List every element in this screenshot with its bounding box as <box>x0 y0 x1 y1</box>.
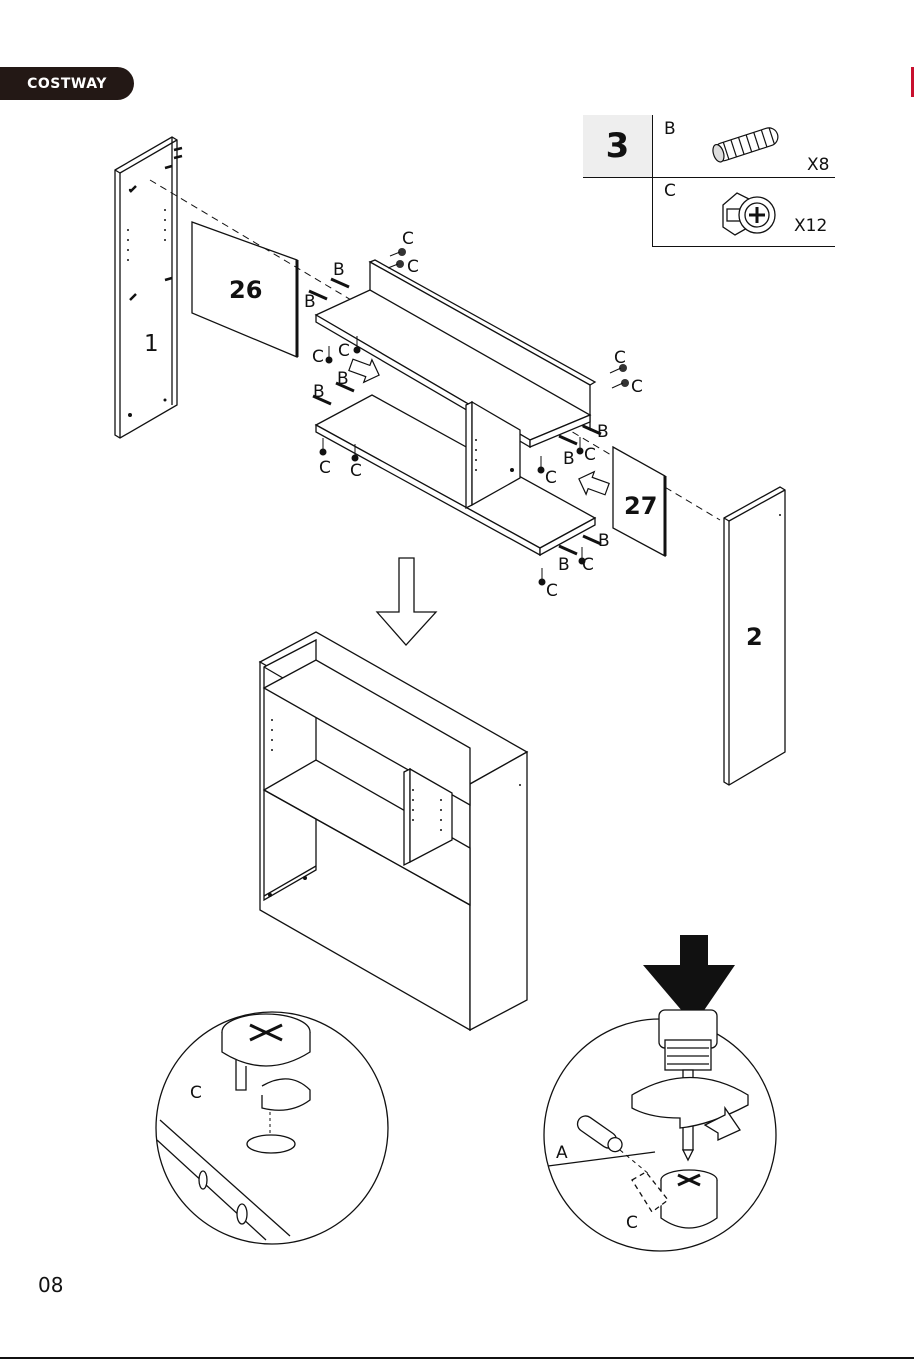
svg-text:C: C <box>626 1213 638 1233</box>
svg-text:C: C <box>402 229 414 249</box>
panel-label-27: 27 <box>624 492 657 520</box>
panel-label-26: 26 <box>229 276 262 304</box>
svg-text:A: A <box>556 1143 568 1163</box>
svg-text:B: B <box>337 369 349 389</box>
svg-text:C: C <box>350 461 362 481</box>
svg-text:C: C <box>319 458 331 478</box>
arrow-left-icon <box>575 468 611 501</box>
panel-label-2: 2 <box>746 623 763 651</box>
assembled-shelf <box>260 632 527 1030</box>
down-arrow-icon <box>377 558 436 645</box>
svg-text:B: B <box>598 531 610 551</box>
page-number: 08 <box>38 1273 63 1297</box>
svg-text:B: B <box>558 555 570 575</box>
panel-1 <box>115 137 177 438</box>
svg-text:B: B <box>597 422 609 442</box>
bottom-rule <box>0 1357 914 1359</box>
svg-text:C: C <box>338 341 350 361</box>
svg-text:C: C <box>631 377 643 397</box>
svg-text:B: B <box>304 292 316 312</box>
svg-text:B: B <box>563 449 575 469</box>
svg-text:C: C <box>190 1083 202 1103</box>
svg-text:B: B <box>333 260 345 280</box>
detail-circle-left: C <box>156 1012 388 1244</box>
svg-text:B: B <box>313 382 325 402</box>
panel-label-1: 1 <box>144 331 159 357</box>
svg-text:C: C <box>545 468 557 488</box>
svg-text:C: C <box>546 581 558 601</box>
svg-text:C: C <box>584 445 596 465</box>
svg-text:C: C <box>614 348 626 368</box>
svg-text:C: C <box>582 555 594 575</box>
detail-circle-right: A C <box>544 935 776 1251</box>
svg-text:C: C <box>312 347 324 367</box>
svg-text:C: C <box>407 257 419 277</box>
